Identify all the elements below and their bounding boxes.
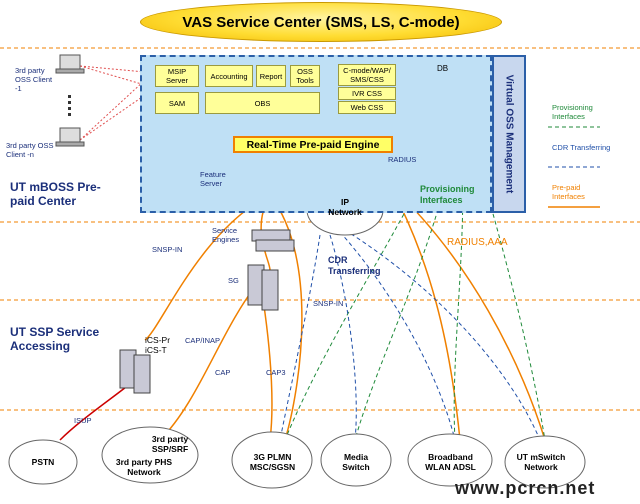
service-engines-label: Service Engines: [212, 226, 240, 244]
vas-service-center: VAS Service Center (SMS, LS, C-mode): [140, 2, 502, 42]
snsp-in-label-2: SNSP-IN: [313, 299, 344, 308]
sg-server-icon: [247, 264, 279, 311]
msip-server: MSIP Server: [155, 65, 199, 87]
report-module: Report: [256, 65, 286, 87]
client-monitor-1-icon: [55, 54, 85, 74]
prepaid-engine: Real-Time Pre-paid Engine: [233, 136, 393, 153]
legend-prepaid: Pre-paid Interfaces: [552, 183, 585, 201]
ssp-section-label: UT SSP Service Accessing: [10, 325, 100, 353]
ivr-css-module: IVR CSS: [338, 87, 396, 100]
obs-module: OBS: [205, 92, 320, 114]
media-switch-cloud: Media Switch: [342, 452, 370, 472]
radius-label: RADIUS: [388, 155, 417, 164]
isup-label: ISUP: [74, 416, 92, 425]
legend-provisioning: Provisioning Interfaces: [552, 103, 593, 121]
ssp-srf-cloud: 3rd party SSP/SRF: [151, 434, 189, 454]
sg-label: SG: [228, 276, 239, 285]
ip-network-cloud: IP Network: [328, 197, 362, 217]
provisioning-interfaces-label: Provisioning Interfaces: [420, 184, 475, 205]
client-n-label: 3rd party OSS Client -n: [6, 141, 54, 159]
feature-server-label: Feature Server: [200, 170, 226, 188]
ssp-server-icon: [119, 349, 151, 394]
web-css-module: Web CSS: [338, 101, 396, 114]
ics-label: iCS-Pr iCS-T: [145, 335, 171, 355]
phs-network-cloud: 3rd party PHS Network: [115, 457, 173, 477]
virtual-oss-management: Virtual OSS Management: [492, 55, 526, 213]
accounting-module: Accounting: [205, 65, 253, 87]
radius-aaa-label: RADIUS,AAA: [447, 237, 508, 248]
cap-label: CAP: [215, 368, 231, 377]
client-1-label: 3rd party OSS Client -1: [15, 66, 53, 93]
cmode-css-module: C-mode/WAP/ SMS/CSS: [338, 64, 396, 86]
cap3-label: CAP3: [266, 368, 286, 377]
wlan-cloud: Broadband WLAN ADSL: [425, 452, 476, 472]
cap-inap-label: CAP/INAP: [185, 336, 221, 345]
mboss-section-label: UT mBOSS Pre-paid Center: [10, 180, 101, 208]
db-label: DB: [437, 64, 449, 73]
pstn-cloud: PSTN: [31, 457, 55, 467]
mswitch-cloud: UT mSwitch Network: [516, 452, 566, 472]
service-engine-icon: [251, 229, 295, 252]
oss-tools-module: OSS Tools: [290, 65, 320, 87]
cdr-transferring-label: CDR Transferring: [328, 255, 381, 276]
snsp-in-label-1: SNSP-IN: [152, 245, 183, 254]
watermark: www.pcrcn.net: [455, 478, 596, 498]
ellipsis-dots: [68, 95, 71, 116]
sam-module: SAM: [155, 92, 199, 114]
plmn-cloud: 3G PLMN MSC/SGSN: [249, 452, 296, 472]
client-monitor-n-icon: [55, 127, 85, 147]
legend-cdr: CDR Transferring: [552, 143, 611, 152]
